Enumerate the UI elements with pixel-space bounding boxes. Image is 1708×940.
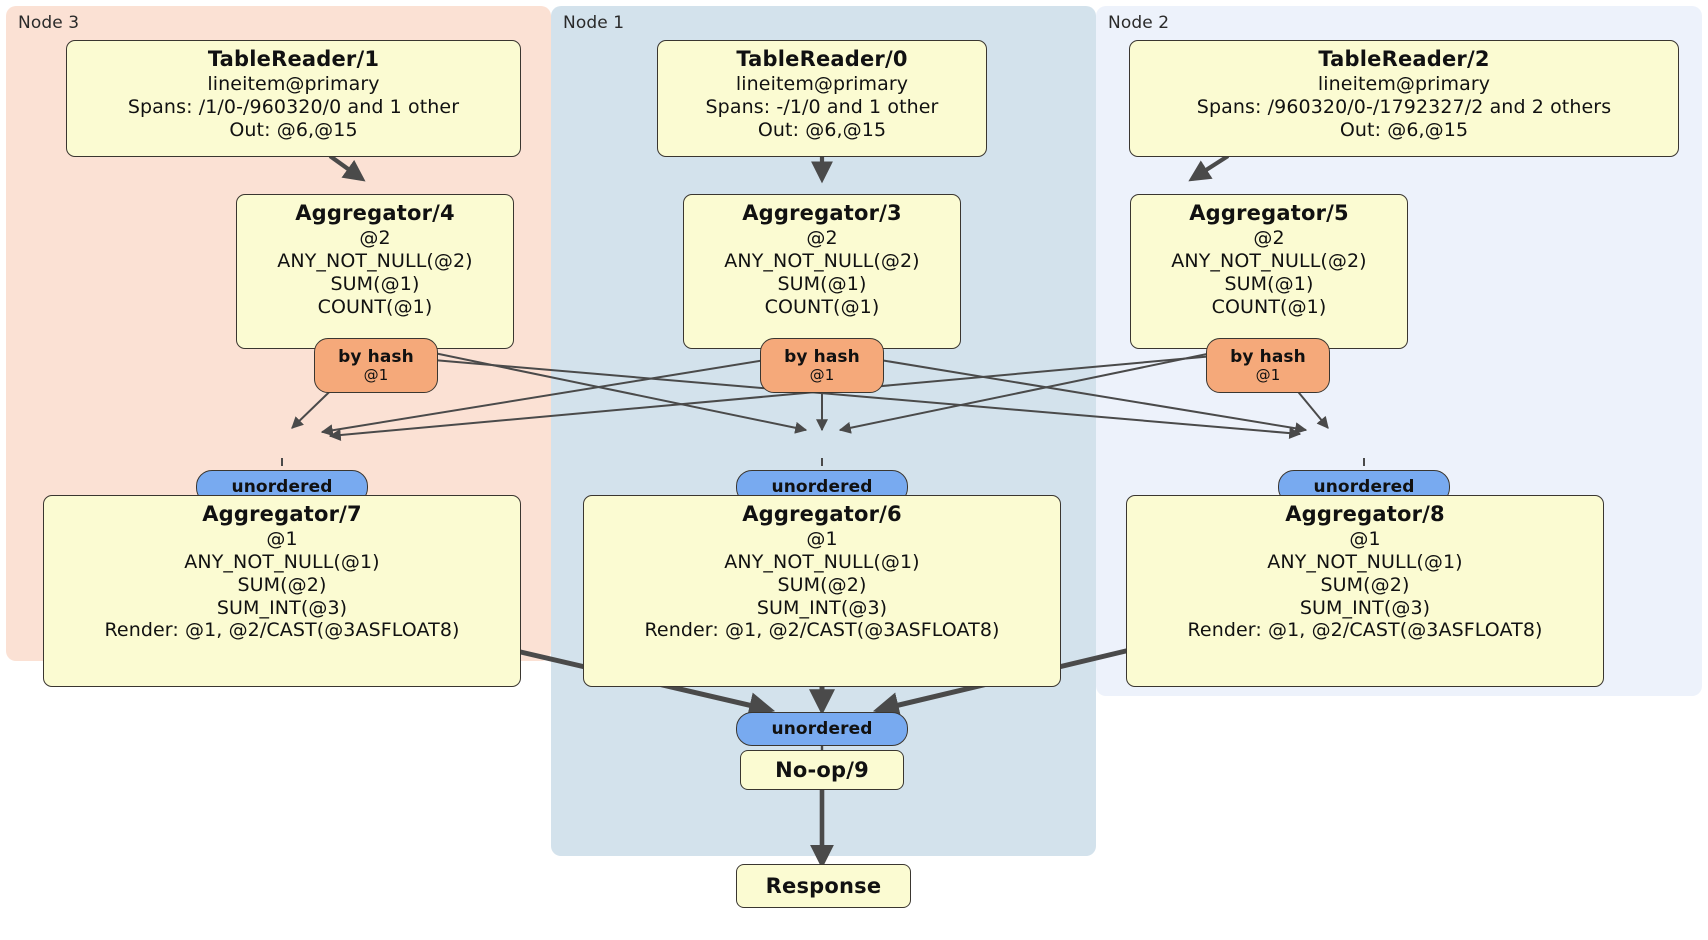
processor-line-agg-3: SUM_INT(@3) [216, 596, 348, 619]
router-columns: @1 [1255, 365, 1281, 384]
stream-label: unordered [771, 718, 873, 739]
processor-title: TableReader/1 [207, 47, 380, 71]
processor-line-render: Render: @1, @2/CAST(@3ASFLOAT8) [104, 619, 460, 642]
processor-line-table: lineitem@primary [735, 73, 909, 96]
processor-line-out: Out: @6,@15 [229, 118, 358, 141]
processor-title: Aggregator/5 [1189, 201, 1349, 225]
processor-line-groupcols: @2 [359, 227, 391, 250]
router-by-hash-center[interactable]: by hash @1 [760, 338, 884, 393]
processor-aggregator-5[interactable]: Aggregator/5 @2 ANY_NOT_NULL(@2) SUM(@1)… [1130, 194, 1408, 349]
processor-title: Aggregator/3 [742, 201, 902, 225]
router-by-hash-right[interactable]: by hash @1 [1206, 338, 1330, 393]
processor-response[interactable]: Response [736, 864, 911, 908]
processor-line-agg-1: ANY_NOT_NULL(@1) [724, 550, 920, 573]
processor-line-spans: Spans: /1/0-/960320/0 and 1 other [127, 95, 460, 118]
router-label: by hash [1230, 346, 1306, 367]
processor-line-agg-1: ANY_NOT_NULL(@1) [184, 550, 380, 573]
processor-line-agg-1: ANY_NOT_NULL(@2) [724, 249, 920, 272]
processor-line-agg-2: SUM(@1) [1224, 272, 1314, 295]
router-label: by hash [784, 346, 860, 367]
stream-label: unordered [231, 476, 333, 497]
processor-tablereader-0[interactable]: TableReader/0 lineitem@primary Spans: -/… [657, 40, 987, 157]
stream-unordered-final[interactable]: unordered [736, 712, 908, 746]
processor-line-agg-2: SUM(@1) [777, 272, 867, 295]
node-label-node-1: Node 1 [563, 13, 625, 33]
processor-line-groupcols: @2 [1253, 227, 1285, 250]
processor-line-render: Render: @1, @2/CAST(@3ASFLOAT8) [1187, 619, 1543, 642]
processor-line-groupcols: @1 [806, 528, 838, 551]
processor-line-spans: Spans: -/1/0 and 1 other [705, 95, 939, 118]
processor-line-table: lineitem@primary [1317, 73, 1491, 96]
router-columns: @1 [809, 365, 835, 384]
processor-line-groupcols: @1 [1349, 528, 1381, 551]
processor-line-groupcols: @2 [806, 227, 838, 250]
processor-line-table: lineitem@primary [207, 73, 380, 96]
processor-line-agg-1: ANY_NOT_NULL(@1) [1267, 550, 1463, 573]
processor-title: No-op/9 [775, 758, 869, 782]
processor-line-agg-3: COUNT(@1) [764, 295, 880, 318]
router-columns: @1 [363, 365, 389, 384]
processor-aggregator-3[interactable]: Aggregator/3 @2 ANY_NOT_NULL(@2) SUM(@1)… [683, 194, 961, 349]
processor-line-agg-2: SUM(@2) [1320, 573, 1410, 596]
processor-line-agg-1: ANY_NOT_NULL(@2) [277, 249, 473, 272]
processor-line-agg-3: SUM_INT(@3) [1299, 596, 1431, 619]
processor-aggregator-8[interactable]: Aggregator/8 @1 ANY_NOT_NULL(@1) SUM(@2)… [1126, 495, 1604, 687]
router-by-hash-left[interactable]: by hash @1 [314, 338, 438, 393]
processor-line-agg-3: SUM_INT(@3) [756, 596, 888, 619]
router-label: by hash [338, 346, 414, 367]
processor-line-spans: Spans: /960320/0-/1792327/2 and 2 others [1196, 95, 1612, 118]
processor-title: Aggregator/7 [202, 502, 362, 526]
processor-line-out: Out: @6,@15 [757, 118, 887, 141]
processor-title: TableReader/2 [1318, 47, 1490, 71]
processor-line-agg-1: ANY_NOT_NULL(@2) [1171, 249, 1367, 272]
processor-line-agg-3: COUNT(@1) [1211, 295, 1327, 318]
processor-line-agg-2: SUM(@2) [777, 573, 867, 596]
processor-aggregator-4[interactable]: Aggregator/4 @2 ANY_NOT_NULL(@2) SUM(@1)… [236, 194, 514, 349]
processor-aggregator-6[interactable]: Aggregator/6 @1 ANY_NOT_NULL(@1) SUM(@2)… [583, 495, 1061, 687]
node-label-node-3: Node 3 [18, 13, 80, 33]
processor-noop-9[interactable]: No-op/9 [740, 750, 904, 790]
processor-line-agg-2: SUM(@1) [330, 272, 420, 295]
processor-line-groupcols: @1 [266, 528, 298, 551]
processor-title: Aggregator/6 [742, 502, 902, 526]
node-label-node-2: Node 2 [1108, 13, 1170, 33]
processor-title: TableReader/0 [736, 47, 908, 71]
processor-title: Aggregator/4 [295, 201, 455, 225]
processor-line-agg-2: SUM(@2) [237, 573, 327, 596]
processor-title: Aggregator/8 [1285, 502, 1445, 526]
processor-line-out: Out: @6,@15 [1339, 118, 1469, 141]
processor-tablereader-2[interactable]: TableReader/2 lineitem@primary Spans: /9… [1129, 40, 1679, 157]
stream-label: unordered [771, 476, 873, 497]
stream-label: unordered [1313, 476, 1415, 497]
processor-line-render: Render: @1, @2/CAST(@3ASFLOAT8) [644, 619, 1000, 642]
processor-line-agg-3: COUNT(@1) [317, 295, 433, 318]
processor-title: Response [765, 874, 882, 898]
processor-tablereader-1[interactable]: TableReader/1 lineitem@primary Spans: /1… [66, 40, 521, 157]
processor-aggregator-7[interactable]: Aggregator/7 @1 ANY_NOT_NULL(@1) SUM(@2)… [43, 495, 521, 687]
